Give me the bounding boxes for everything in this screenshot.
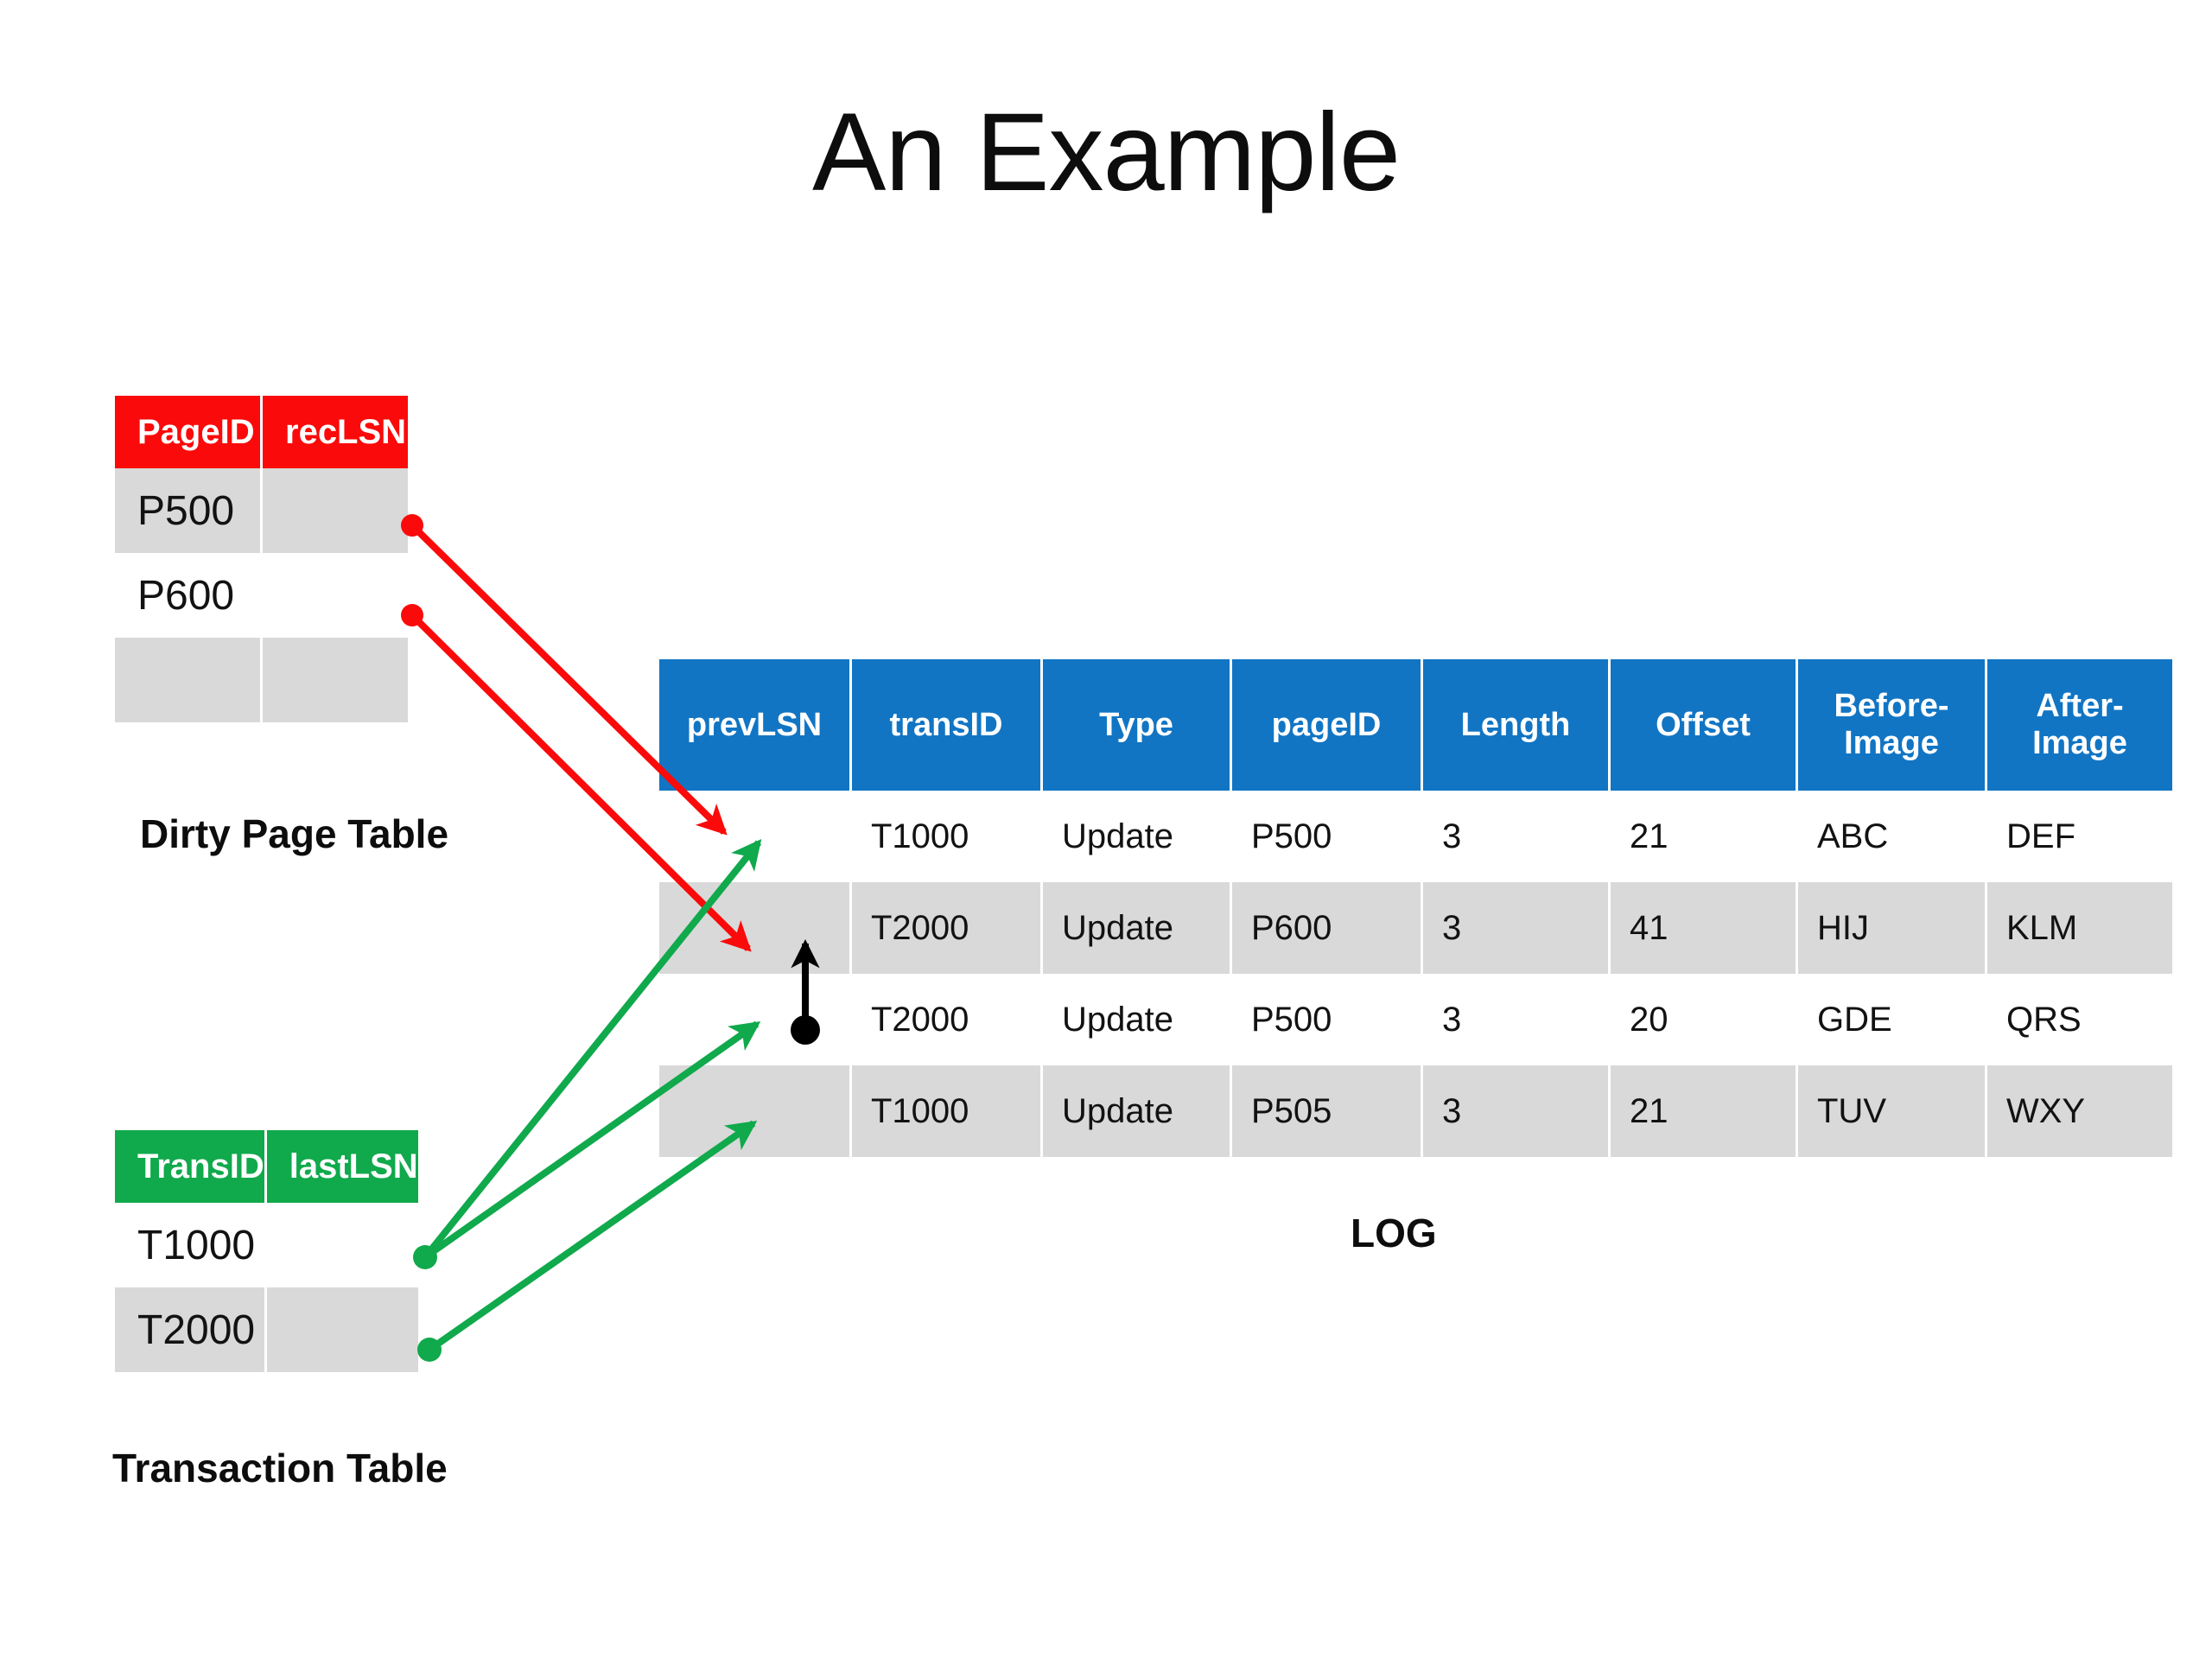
cell-after-image: KLM [1987, 882, 2172, 974]
table-row[interactable]: T2000 [115, 1287, 418, 1372]
column-header-type: Type [1043, 659, 1230, 791]
column-header-length: Length [1423, 659, 1608, 791]
cell-type: Update [1043, 974, 1230, 1065]
table-row[interactable] [115, 638, 408, 722]
cell-length: 3 [1423, 791, 1608, 882]
cell-pageid: P500 [1232, 791, 1421, 882]
table-row[interactable]: T1000 [115, 1203, 418, 1287]
cell-offset: 20 [1611, 974, 1796, 1065]
table-header-row: TransID lastLSN [115, 1130, 418, 1203]
cell-before-image: TUV [1798, 1065, 1985, 1157]
column-header-lastlsn: lastLSN [266, 1130, 418, 1203]
cell-offset: 41 [1611, 882, 1796, 974]
cell-reclsn [263, 468, 408, 553]
table-row[interactable]: T1000 Update P505 3 21 TUV WXY [659, 1065, 2172, 1157]
cell-type: Update [1043, 882, 1230, 974]
dirty-page-table-caption: Dirty Page Table [140, 811, 449, 856]
column-header-transid: TransID [115, 1130, 264, 1203]
cell-reclsn [263, 638, 408, 722]
log-table-caption: LOG [1351, 1211, 1437, 1255]
page-title: An Example [811, 91, 1401, 214]
table-row[interactable]: T1000 Update P500 3 21 ABC DEF [659, 791, 2172, 882]
transaction-table: TransID lastLSN T1000 T2000 [112, 1130, 421, 1372]
column-header-transid: transID [852, 659, 1040, 791]
cell-length: 3 [1423, 1065, 1608, 1157]
cell-offset: 21 [1611, 791, 1796, 882]
cell-type: Update [1043, 791, 1230, 882]
cell-pageid: P600 [115, 553, 260, 638]
cell-transid: T1000 [115, 1203, 264, 1287]
cell-transid: T1000 [852, 1065, 1040, 1157]
cell-transid: T2000 [852, 974, 1040, 1065]
column-header-pageid: pageID [1232, 659, 1421, 791]
table-row[interactable]: P600 [115, 553, 408, 638]
table-row[interactable]: T2000 Update P600 3 41 HIJ KLM [659, 882, 2172, 974]
cell-prevlsn [659, 1065, 849, 1157]
cell-transid: T2000 [852, 882, 1040, 974]
column-header-pageid: PageID [115, 396, 260, 468]
cell-before-image: ABC [1798, 791, 1985, 882]
column-header-before-image: Before-Image [1798, 659, 1985, 791]
cell-before-image: GDE [1798, 974, 1985, 1065]
cell-after-image: WXY [1987, 1065, 2172, 1157]
cell-pageid: P500 [1232, 974, 1421, 1065]
cell-prevlsn [659, 882, 849, 974]
cell-pageid: P500 [115, 468, 260, 553]
column-header-prevlsn: prevLSN [659, 659, 849, 791]
cell-after-image: QRS [1987, 974, 2172, 1065]
cell-prevlsn [659, 974, 849, 1065]
cell-prevlsn [659, 791, 849, 882]
cell-length: 3 [1423, 882, 1608, 974]
table-row[interactable]: T2000 Update P500 3 20 GDE QRS [659, 974, 2172, 1065]
cell-after-image: DEF [1987, 791, 2172, 882]
cell-lastlsn [266, 1287, 418, 1372]
cell-reclsn [263, 553, 408, 638]
column-header-reclsn: recLSN [263, 396, 408, 468]
dirty-page-table: PageID recLSN P500 P600 [112, 396, 410, 722]
cell-transid: T1000 [852, 791, 1040, 882]
cell-lastlsn [266, 1203, 418, 1287]
column-header-offset: Offset [1611, 659, 1796, 791]
column-header-after-image: After-Image [1987, 659, 2172, 791]
table-header-row: prevLSN transID Type pageID Length Offse… [659, 659, 2172, 791]
table-row[interactable]: P500 [115, 468, 408, 553]
cell-type: Update [1043, 1065, 1230, 1157]
cell-length: 3 [1423, 974, 1608, 1065]
cell-before-image: HIJ [1798, 882, 1985, 974]
cell-pageid: P600 [1232, 882, 1421, 974]
cell-pageid [115, 638, 260, 722]
table-header-row: PageID recLSN [115, 396, 408, 468]
cell-transid: T2000 [115, 1287, 264, 1372]
connector-lastlsn-t2000 [417, 1120, 758, 1362]
cell-offset: 21 [1611, 1065, 1796, 1157]
log-table: prevLSN transID Type pageID Length Offse… [657, 659, 2175, 1157]
cell-pageid: P505 [1232, 1065, 1421, 1157]
transaction-table-caption: Transaction Table [112, 1446, 448, 1491]
